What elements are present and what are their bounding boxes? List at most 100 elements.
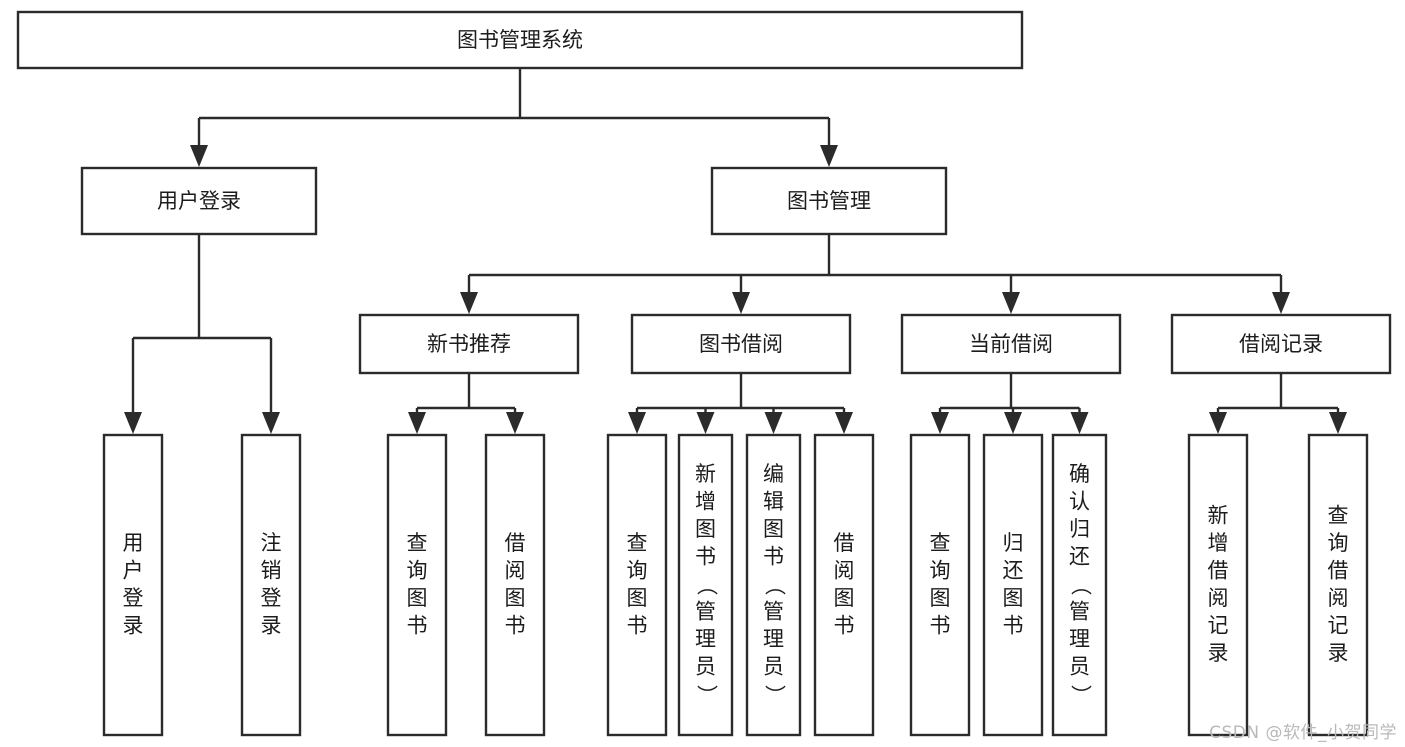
node-leaf-logout-label-char: 注 (261, 531, 282, 555)
node-leaf-borrow-book-2-rect (813, 433, 875, 737)
node-leaf-edit-book-label-char: （ (763, 575, 787, 596)
node-leaf-user-login-rect (102, 433, 164, 737)
node-leaf-edit-book-label-char: 辑 (763, 490, 784, 514)
node-leaf-confirm-return-label-char: 理 (1069, 627, 1090, 651)
node-leaf-borrow-book-2-label-char: 阅 (834, 558, 855, 582)
node-leaf-query-book-2-rect (606, 433, 668, 737)
node-leaf-user-login-label-char: 用 (123, 531, 144, 555)
node-leaf-add-record-label-char: 录 (1208, 641, 1229, 665)
node-leaf-add-book-label-char: 图 (695, 517, 716, 541)
node-leaf-add-book-label-char: 理 (695, 627, 716, 651)
node-leaf-add-record-label-char: 记 (1208, 613, 1229, 637)
node-leaf-edit-book-rect (745, 433, 802, 737)
node-leaf-query-book-2-label-char: 书 (627, 613, 648, 637)
node-leaf-add-record-rect (1187, 433, 1249, 737)
node-leaf-borrow-book-1-rect (484, 433, 546, 737)
node-leaf-query-book-1-rect (386, 433, 448, 737)
node-leaf-add-book-rect (677, 433, 734, 737)
node-leaf-borrow-book-2-label-char: 图 (834, 586, 855, 610)
node-root-system[interactable]: 图书管理系统 (16, 10, 1024, 70)
node-borrow-record-label: 借阅记录 (1239, 332, 1323, 356)
node-leaf-edit-book-label-char: 图 (763, 517, 784, 541)
node-leaf-borrow-book-1-label-char: 图 (505, 586, 526, 610)
node-root-system-rect (16, 10, 1024, 70)
node-leaf-add-book-label-char: 新 (695, 462, 716, 486)
node-leaf-add-record-label-char: 阅 (1208, 586, 1229, 610)
node-leaf-add-book-label-char: （ (695, 575, 719, 596)
node-leaf-query-book-3-label-char: 书 (930, 613, 951, 637)
node-book-manage-rect (710, 166, 948, 236)
node-new-book-rec-label: 新书推荐 (427, 332, 511, 356)
node-leaf-confirm-return-label-char: （ (1069, 575, 1093, 596)
node-leaf-add-record-label-char: 新 (1208, 503, 1229, 527)
node-leaf-logout-label-char: 录 (261, 613, 282, 637)
node-leaf-query-book-3-label-char: 询 (930, 558, 951, 582)
node-current-borrow-label: 当前借阅 (969, 332, 1053, 356)
node-user-login-rect (80, 166, 318, 236)
node-leaf-return-book-label-char: 归 (1003, 531, 1024, 555)
node-leaf-query-book-3-rect (909, 433, 971, 737)
node-leaf-edit-book-label-char: 编 (763, 462, 784, 486)
node-book-borrow[interactable]: 图书借阅 (630, 313, 852, 375)
node-leaf-logout-label-char: 销 (261, 558, 282, 582)
node-book-manage[interactable]: 图书管理 (710, 166, 948, 236)
node-leaf-query-book-3-label-char: 图 (930, 586, 951, 610)
node-leaf-edit-book-label-char: 管 (763, 600, 784, 624)
node-leaf-user-login[interactable]: 用户登录 (102, 433, 164, 737)
node-borrow-record[interactable]: 借阅记录 (1170, 313, 1392, 375)
node-leaf-borrow-book-1-label-char: 阅 (505, 558, 526, 582)
node-leaf-add-book-label-char: 书 (695, 545, 716, 569)
node-leaf-query-book-1-label-char: 图 (407, 586, 428, 610)
node-leaf-query-record-rect (1307, 433, 1369, 737)
node-leaf-user-login-label-char: 户 (123, 558, 144, 582)
node-leaf-logout-label-char: 登 (261, 586, 282, 610)
node-leaf-return-book-label-char: 还 (1003, 558, 1024, 582)
node-leaf-edit-book-label-char: 员 (763, 655, 784, 679)
node-leaf-borrow-book-2-label-char: 借 (834, 531, 855, 555)
node-leaf-edit-book-label-char: 书 (763, 545, 784, 569)
node-leaf-query-book-2-label-char: 询 (627, 558, 648, 582)
node-user-login[interactable]: 用户登录 (80, 166, 318, 236)
node-leaf-add-book-label-char: 员 (695, 655, 716, 679)
node-leaf-query-book-1-label-char: 询 (407, 558, 428, 582)
node-leaf-confirm-return-label-char: 认 (1069, 490, 1090, 514)
node-new-book-rec[interactable]: 新书推荐 (358, 313, 580, 375)
node-leaf-confirm-return-label-char: 确 (1069, 462, 1090, 486)
node-leaf-add-book-label-char: 管 (695, 600, 716, 624)
node-leaf-borrow-book-1-label-char: 借 (505, 531, 526, 555)
node-leaf-add-record-label-char: 增 (1208, 531, 1229, 555)
node-leaf-query-book-2-label-char: 图 (627, 586, 648, 610)
node-leaf-query-record-label-char: 阅 (1328, 586, 1349, 610)
node-leaf-confirm-return-label-char: 管 (1069, 600, 1090, 624)
node-current-borrow[interactable]: 当前借阅 (900, 313, 1122, 375)
connectors-layer (124, 68, 1347, 434)
node-leaf-borrow-book-2-label-char: 书 (834, 613, 855, 637)
node-leaf-borrow-book-1-label-char: 书 (505, 613, 526, 637)
node-leaf-edit-book-label-char: ） (763, 685, 787, 706)
node-leaf-return-book-label-char: 图 (1003, 586, 1024, 610)
node-leaf-query-record-label-char: 询 (1328, 531, 1349, 555)
node-root-system-label: 图书管理系统 (457, 28, 583, 52)
node-leaf-confirm-return-label-char: 还 (1069, 545, 1090, 569)
node-leaf-query-book-1-label-char: 查 (407, 531, 428, 555)
node-book-borrow-rect (630, 313, 852, 375)
node-leaf-user-login-label-char: 录 (123, 613, 144, 637)
node-leaf-query-record-label-char: 借 (1328, 558, 1349, 582)
node-leaf-query-record-label-char: 查 (1328, 503, 1349, 527)
node-leaf-query-book-1-label-char: 书 (407, 613, 428, 637)
node-leaf-confirm-return-label-char: ） (1069, 685, 1093, 706)
node-leaf-query-record-label-char: 录 (1328, 641, 1349, 665)
